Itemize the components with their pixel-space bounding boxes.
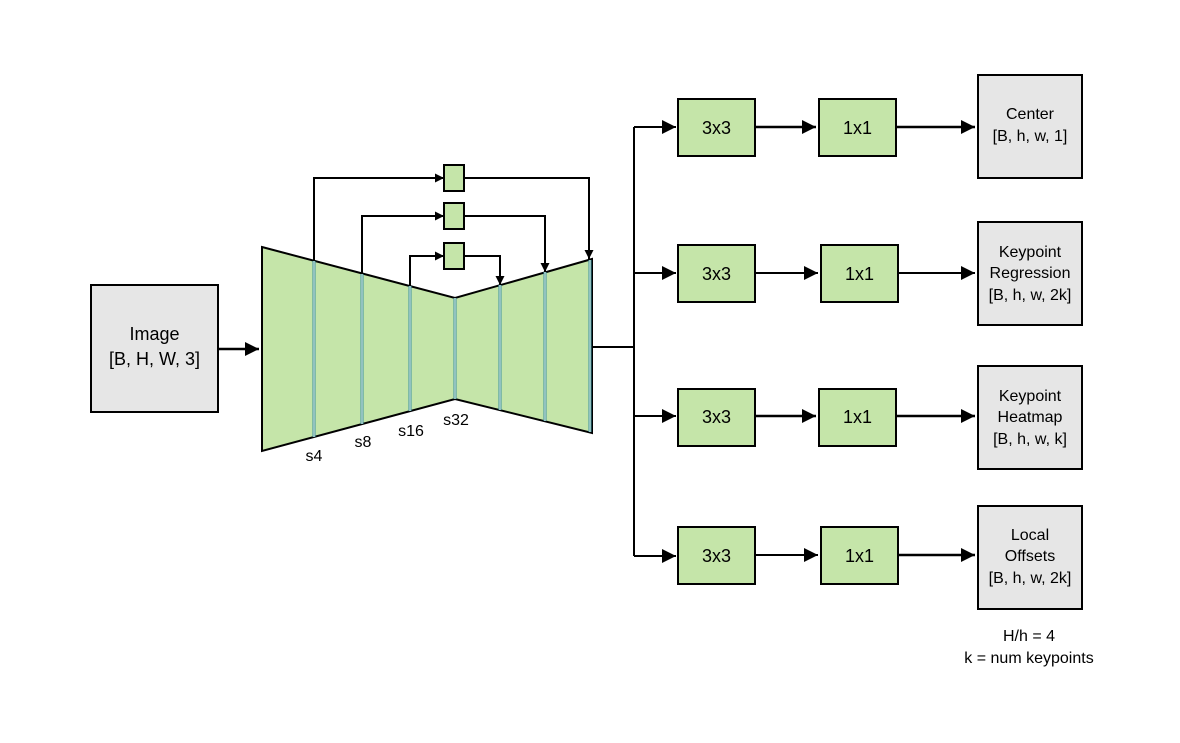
output-shape: [B, h, w, k] (993, 431, 1067, 448)
skip-arrow (464, 255, 505, 285)
head-conv1x1 (818, 98, 897, 157)
output-shape: [B, h, w, 2k] (989, 570, 1072, 587)
skip-arrow (361, 211, 444, 274)
skip-arrow (464, 177, 594, 259)
scale-label-s16: s16 (398, 423, 424, 440)
note-downsample: H/h = 4 (1003, 628, 1055, 645)
skip-arrow (313, 173, 444, 261)
conv1x1-label: 1x1 (843, 407, 872, 427)
skip-connections (313, 164, 594, 286)
encoder-decoder-backbone (261, 245, 593, 453)
output-box (977, 505, 1083, 610)
conv3x3-label: 3x3 (702, 546, 731, 566)
output-shape: [B, h, w, 2k] (989, 287, 1072, 304)
hourglass-shape (261, 245, 593, 453)
output-box (977, 221, 1083, 326)
note-keypoints: k = num keypoints (964, 650, 1093, 667)
skip-block (443, 164, 465, 192)
head-center: 3x3 1x1 Center [B, h, w, 1] (677, 74, 1083, 179)
output-name: Keypoint (999, 388, 1062, 405)
head-keypoint-heatmap: 3x3 1x1 Keypoint Heatmap [B, h, w, k] (677, 365, 1083, 470)
scale-label-s4: s4 (306, 448, 323, 465)
output-name: Regression (990, 265, 1071, 282)
output-name: Keypoint (999, 244, 1062, 261)
skip-arrow (409, 251, 444, 286)
output-name: Local (1011, 527, 1049, 544)
head-branch-trunk (592, 120, 676, 563)
input-title: Image (129, 324, 179, 344)
output-name: Center (1006, 106, 1055, 123)
conv3x3-label: 3x3 (702, 264, 731, 284)
head-local-offsets: 3x3 1x1 Local Offsets [B, h, w, 2k] (677, 505, 1083, 610)
output-name: Offsets (1005, 548, 1055, 565)
head-conv3x3 (677, 526, 756, 585)
conv1x1-label: 1x1 (845, 264, 874, 284)
scale-label-s32: s32 (443, 412, 469, 429)
output-shape: [B, h, w, 1] (993, 128, 1068, 145)
head-conv1x1 (818, 388, 897, 447)
head-conv3x3 (677, 244, 756, 303)
output-name: Heatmap (998, 409, 1063, 426)
head-conv1x1 (820, 526, 899, 585)
conv3x3-label: 3x3 (702, 407, 731, 427)
conv3x3-label: 3x3 (702, 118, 731, 138)
output-box (977, 365, 1083, 470)
output-box (977, 74, 1083, 179)
conv1x1-label: 1x1 (843, 118, 872, 138)
skip-block (443, 202, 465, 230)
conv1x1-label: 1x1 (845, 546, 874, 566)
input-shape: [B, H, W, 3] (109, 349, 200, 369)
skip-arrow (464, 215, 550, 272)
scale-label-s8: s8 (355, 434, 372, 451)
head-conv3x3 (677, 388, 756, 447)
input-image-box: Image [B, H, W, 3] (90, 284, 219, 413)
skip-block (443, 242, 465, 270)
head-keypoint-regression: 3x3 1x1 Keypoint Regression [B, h, w, 2k… (677, 221, 1083, 326)
